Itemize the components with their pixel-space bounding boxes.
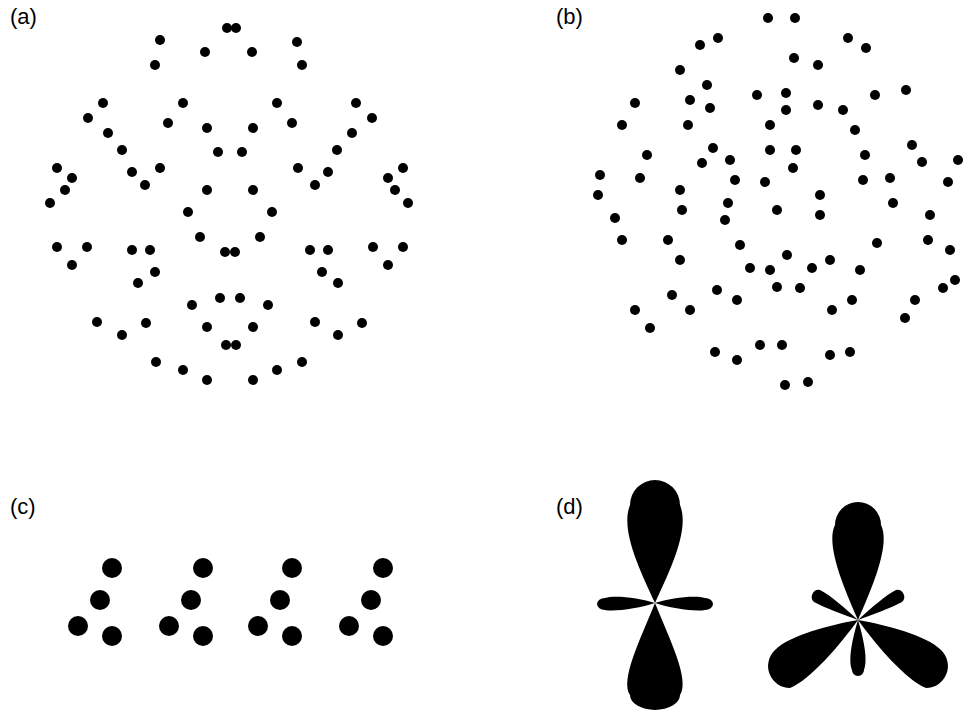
dot-pattern-b	[593, 13, 963, 390]
lobe-shape-right	[768, 502, 948, 688]
panel-label: (a)	[10, 6, 37, 28]
dot-pattern-a	[45, 23, 413, 385]
panel-label: (d)	[556, 496, 583, 518]
panel-label: (c)	[10, 496, 36, 518]
lobe-shape-left	[597, 480, 713, 710]
panel-label: (b)	[556, 6, 583, 28]
molecule-row	[68, 558, 393, 646]
